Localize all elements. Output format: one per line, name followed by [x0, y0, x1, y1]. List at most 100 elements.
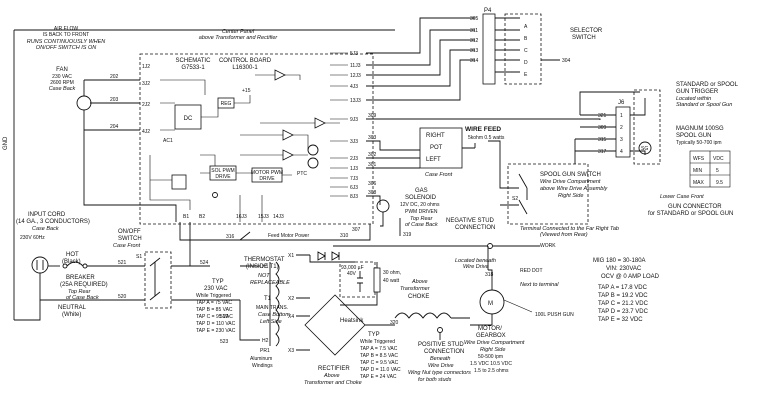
wire-302: 302: [368, 152, 377, 158]
fet-2: [307, 157, 319, 169]
wfs-h1: WFS: [693, 156, 705, 162]
schematic-l1: SCHEMATIC: [176, 58, 212, 64]
spool-switch-l1: SPOOL GUN SWITCH: [540, 172, 601, 178]
airflow-l2: IS BACK TO FRONT: [43, 32, 90, 38]
pos-stud-l6: for both studs: [418, 377, 452, 383]
t1-l2: MAIN TRANS.: [256, 305, 288, 311]
h2-label: H2: [262, 338, 269, 344]
wire-202: 202: [110, 74, 119, 80]
onoff-l3: Case Front: [113, 243, 141, 249]
typ-bottom-row: TAP A = 7.5 VAC: [360, 346, 398, 352]
rectifier-l3: Transformer and Choke: [304, 380, 362, 386]
capacitor-l2: 40V: [347, 271, 357, 277]
typ-top-row: TAP E = 230 VAC: [196, 328, 236, 334]
sel-letter: D: [524, 60, 528, 66]
plus15-label: +15: [242, 88, 251, 94]
wfs-cell: 9.5: [716, 180, 723, 186]
j3-connector: 5J3 11J3 12J3 4J3 13J3 9J3 3J3 2J3 1J3 7…: [350, 51, 361, 200]
x1-label: X1: [288, 253, 294, 259]
j3-pin-label: 7J3: [350, 176, 358, 182]
schematic-l2: G7533-1: [181, 65, 205, 71]
t1-l6: Windings: [252, 363, 273, 369]
gas-l6: of Case Back: [405, 222, 438, 228]
capacitor-l1: 93,000 µF: [341, 265, 364, 271]
wire-feed-pot[interactable]: [419, 127, 463, 169]
fan-motor-symbol: [76, 95, 92, 111]
neg-stud-l1: NEGATIVE STUD: [446, 218, 495, 224]
selector-l1: SELECTOR: [570, 28, 603, 34]
typ-top-row: TAP D = 110 VAC: [196, 321, 236, 327]
choke-l3: CHOKE: [408, 294, 429, 300]
typ-top-l2: 230 VAC: [204, 286, 228, 292]
selector-l2: SWITCH: [572, 35, 596, 41]
input-cord-l1: INPUT CORD: [28, 212, 66, 218]
j3-pin-label: 4J3: [350, 84, 358, 90]
j3-pin-label: 5J3: [350, 51, 358, 57]
spool-trigger-l3: Located within: [676, 96, 711, 102]
wire-feed-title: WIRE FEED: [465, 126, 501, 133]
ptc-label: PTC: [297, 171, 307, 177]
wire-310: 310: [340, 233, 349, 239]
pot-left: LEFT: [426, 157, 441, 163]
spool-switch-l4: Right Side: [558, 193, 583, 199]
pot-right: RIGHT: [426, 133, 445, 139]
fan-title: FAN: [56, 67, 68, 73]
gnd-label: GND: [3, 136, 9, 150]
mig-l3: OCV @ 0 AMP LOAD: [601, 274, 660, 280]
pin-b1: B1: [183, 214, 189, 220]
motor-red: RED DOT: [520, 268, 543, 274]
j3-pin-label: 2J3: [350, 156, 358, 162]
pot-label: POT: [430, 145, 443, 151]
typ-bottom-l2: While Triggered: [360, 339, 395, 345]
pot-case: Case Front: [425, 172, 453, 178]
magnum-l3: Typically 50-700 ipm: [676, 140, 722, 146]
j6-num: 4: [620, 149, 623, 155]
heatsink-label: Heatsink: [340, 318, 364, 324]
input-cord-l2: (14 GA., 3 CONDUCTORS): [16, 219, 90, 225]
pin-14j3: 14J3: [273, 214, 284, 220]
mig-row: TAP E = 32 VDC: [598, 317, 643, 323]
spool-switch-l2: Wire Drive Compartment: [540, 179, 601, 185]
p4-pin: 312: [470, 38, 479, 44]
wire-318: 318: [485, 272, 494, 278]
neg-stud-l2: CONNECTION: [455, 225, 495, 231]
terminal-note-l1: Terminal Connected to the Far Right Tab: [520, 226, 619, 232]
gas-l4: PWM DRIVEN: [405, 209, 438, 215]
t1-l5: Aluminum: [250, 356, 272, 362]
typ-bottom-row: TAP D = 11.0 VAC: [360, 367, 401, 373]
t1-l1: T1: [264, 296, 272, 302]
j3-pin-label: 11J3: [350, 63, 361, 69]
motor-pwm-label: MOTOR PWM: [251, 170, 283, 176]
resistor: [373, 267, 381, 293]
x3-label: X3: [288, 348, 294, 354]
onoff-switch[interactable]: [144, 251, 172, 309]
typ-bottom-row: TAP C = 9.5 VAC: [360, 360, 399, 366]
wire-203: 203: [110, 97, 119, 103]
typ-bottom-row: TAP E = 24 VAC: [360, 374, 397, 380]
thermostat-l1: THERMOSTAT: [244, 257, 285, 263]
j3-pin-label: 12J3: [350, 73, 361, 79]
center-panel-l1: Center Panel: [222, 29, 255, 35]
sel-letter: E: [524, 72, 528, 78]
s1-label: S1: [136, 254, 142, 260]
reg-label: REG: [221, 101, 232, 107]
breaker-contact-2: [82, 263, 88, 269]
pos-stud-l5: Wing Nut type connectors: [408, 370, 471, 376]
j6-num: 2: [620, 125, 623, 131]
choke-l2: Transformer: [400, 286, 431, 292]
t1-l4: Left Side: [260, 319, 282, 325]
mig-row: TAP D = 23.7 VDC: [598, 309, 649, 315]
wfs-table: WFS VDC MIN 5 MAX 9.5: [689, 150, 731, 188]
j6-num: 1: [620, 113, 623, 119]
typ-top-row: TAP B = 85 VAC: [196, 307, 233, 313]
input-cord-l4: 230V 60Hz: [20, 235, 45, 241]
wfs-cell: MIN: [693, 168, 703, 174]
rectifier-l2: Above: [323, 373, 340, 379]
fan-l2: 2600 RPM: [50, 80, 74, 86]
thermostat-l3: NOT: [258, 273, 270, 279]
wire-307: 307: [352, 227, 361, 233]
wire-320: 320: [390, 320, 399, 326]
wire-520: 520: [118, 294, 127, 300]
motor-l3: Wire Drive Compartment: [464, 340, 525, 346]
